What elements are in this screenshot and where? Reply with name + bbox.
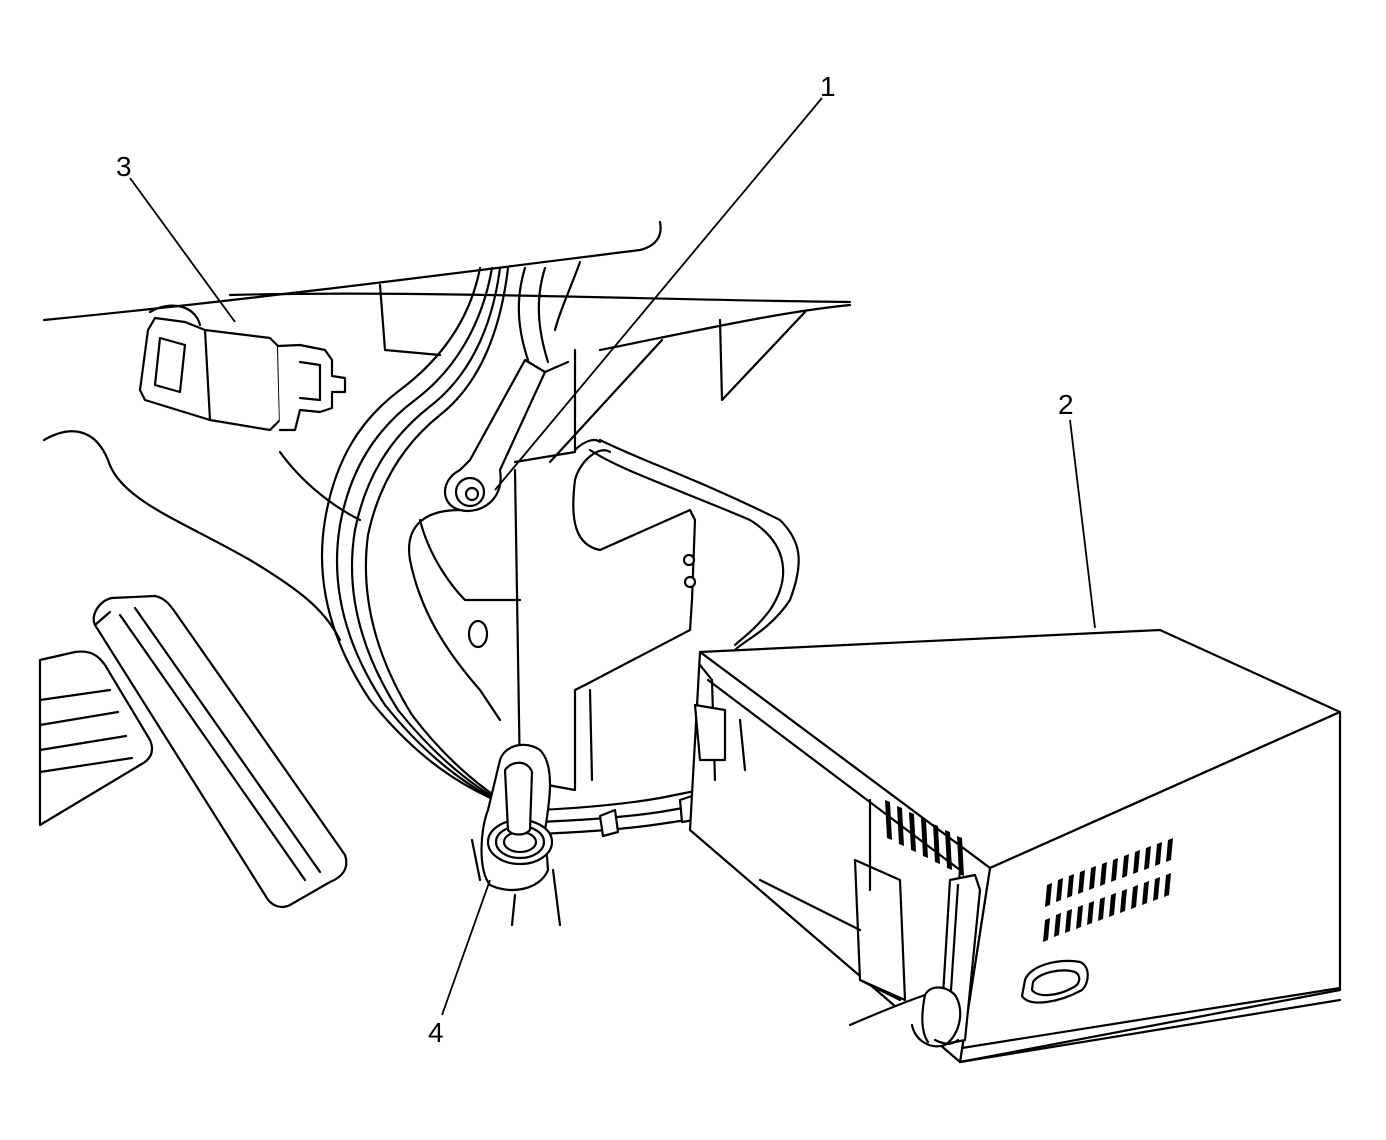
electronic-module bbox=[688, 628, 1342, 1064]
leader-1 bbox=[494, 97, 823, 491]
relay-connector bbox=[138, 304, 347, 432]
module-internal-fins bbox=[885, 800, 964, 876]
callout-leaders bbox=[129, 97, 1096, 1016]
leader-3 bbox=[129, 177, 236, 323]
bracket-bolt bbox=[444, 348, 577, 513]
steering-column-bracket bbox=[408, 438, 800, 792]
module-grommet bbox=[1020, 959, 1089, 1004]
leader-2 bbox=[1069, 419, 1096, 629]
callout-4: 4 bbox=[428, 1017, 444, 1048]
wiring-harness-clip bbox=[470, 743, 562, 927]
brake-pedal bbox=[38, 650, 154, 827]
callout-3: 3 bbox=[116, 151, 132, 182]
module-vents bbox=[1043, 838, 1173, 942]
callout-labels: 1 2 3 4 bbox=[116, 71, 1074, 1048]
hand bbox=[848, 986, 962, 1048]
leader-4 bbox=[441, 879, 491, 1016]
callout-2: 2 bbox=[1058, 389, 1074, 420]
callout-1: 1 bbox=[820, 71, 836, 102]
accelerator-pedal bbox=[92, 594, 348, 909]
wiring-harness bbox=[320, 260, 823, 838]
